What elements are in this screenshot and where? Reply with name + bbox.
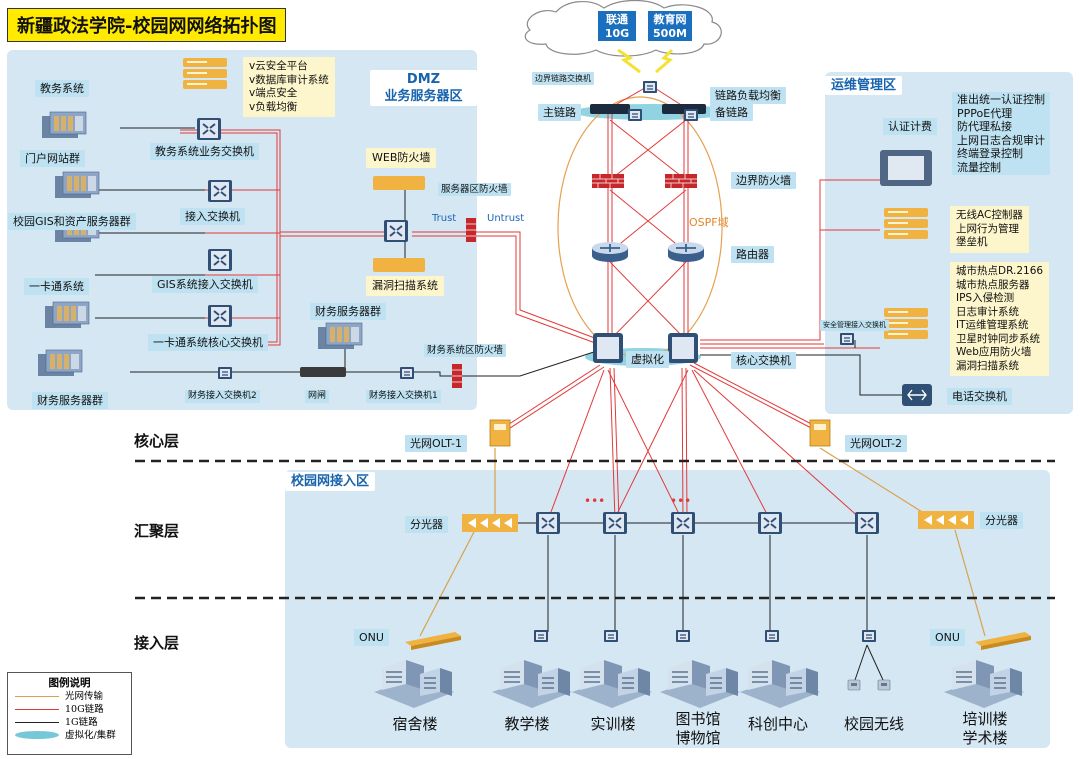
card-system-label: 一卡通系统: [24, 278, 89, 295]
finance-switch-2-label: 财务接入交换机2: [185, 390, 260, 403]
load-balance-label: 链路负载均衡: [710, 87, 786, 104]
legend-item-optical: 光网传输: [8, 690, 131, 703]
main-link-label: 主链路: [538, 104, 581, 121]
legend-title: 图例说明: [48, 677, 91, 689]
backup-link-label: 备链路: [710, 104, 753, 121]
olt1-label: 光网OLT-1: [405, 435, 467, 452]
isp2-line2: 500M: [653, 27, 687, 40]
onu-left-label: ONU: [354, 629, 389, 646]
border-switch-label: 边界链路交换机: [532, 72, 594, 85]
legend-swatch: [15, 722, 59, 723]
edu-switch-label: 教务系统业务交换机: [150, 143, 259, 160]
legend-item-10g: 10G链路: [8, 703, 131, 716]
phone-switch-label: 电话交换机: [947, 388, 1012, 405]
gis-switch-label: GIS系统接入交换机: [152, 276, 258, 293]
building-science-label: 科创中心: [747, 715, 808, 733]
ospf-label: OSPF域: [689, 216, 729, 229]
wlan-note: 无线AC控制器 上网行为管理 堡垒机: [950, 206, 1029, 253]
legend-item-1g: 1G链路: [8, 716, 131, 729]
splitter-left-label: 分光器: [405, 516, 448, 533]
building-library-label: 图书馆 博物馆: [675, 710, 721, 747]
dots-left: •••: [584, 494, 606, 508]
edu-system-label: 教务系统: [35, 80, 89, 97]
olt2-label: 光网OLT-2: [845, 435, 907, 452]
untrust-label: Untrust: [487, 213, 525, 224]
aggregation-layer-label: 汇聚层: [134, 522, 180, 540]
server-fw-label: 服务器区防火墙: [438, 183, 511, 196]
building-teaching-label: 教学楼: [504, 715, 550, 733]
core-switch-label: 核心交换机: [731, 352, 796, 369]
portal-label: 门户网站群: [20, 150, 85, 167]
finance-servers-label-2: 财务服务器群: [32, 392, 108, 409]
page-title: 新疆政法学院-校园网网络拓扑图: [7, 8, 287, 42]
legend-item-cluster: 虚拟化/集群: [8, 729, 131, 742]
card-switch-label: 一卡通系统核心交换机: [148, 334, 268, 351]
isp1-line1: 联通: [606, 12, 628, 26]
building-wireless-label: 校园无线: [843, 715, 904, 733]
legend-swatch: [15, 731, 59, 739]
legend-label: 10G链路: [65, 704, 104, 715]
security-note: 城市热点DR.2166 城市热点服务器 IPS入侵检测 日志审计系统 IT运维管…: [950, 262, 1050, 376]
isp1-line2: 10G: [605, 27, 629, 40]
isp2-line1: 教育网: [653, 12, 687, 26]
core-layer-label: 核心层: [134, 432, 180, 450]
access-zone-title: 校园网接入区: [285, 472, 376, 491]
security-switch-label: 安全管理接入交换机: [820, 320, 889, 331]
finance-fw-label: 财务系统区防火墙: [424, 344, 507, 357]
auth-note: 准出统一认证控制 PPPoE代理 防代理私接 上网日志合规审计 终端登录控制 流…: [952, 92, 1050, 175]
isp-cloud: 联通 10G 教育网 500M: [524, 0, 722, 57]
dots-right: •••: [670, 494, 692, 508]
legend-label: 1G链路: [65, 717, 98, 728]
finance-servers-label-1: 财务服务器群: [310, 303, 386, 320]
legend-swatch: [15, 709, 59, 710]
virtualization-label: 虚拟化: [626, 351, 669, 368]
cloud-security-note: v云安全平台 v数据库审计系统 v端点安全 v负载均衡: [243, 57, 335, 117]
building-dorm-label: 宿舍楼: [392, 715, 438, 733]
vuln-scan-label: 漏洞扫描系统: [366, 276, 444, 296]
legend-label: 虚拟化/集群: [65, 730, 116, 741]
legend: 图例说明 光网传输 10G链路 1G链路 虚拟化/集群: [7, 672, 132, 755]
gis-servers-label: 校园GIS和资产服务器群: [8, 213, 136, 230]
web-fw-label: WEB防火墙: [366, 148, 437, 168]
router-label: 路由器: [731, 246, 774, 263]
trust-label: Trust: [432, 213, 457, 224]
building-training-label: 实训楼: [590, 715, 636, 733]
border-firewall-label: 边界防火墙: [731, 172, 796, 189]
onu-right-label: ONU: [930, 629, 965, 646]
finance-switch-1-label: 财务接入交换机1: [366, 390, 441, 403]
access-layer-label: 接入层: [134, 634, 180, 652]
auth-billing-label: 认证计费: [883, 118, 937, 135]
building-academic-label: 培训楼 学术楼: [962, 710, 1008, 747]
access-switch-label: 接入交换机: [180, 208, 245, 225]
legend-swatch: [15, 696, 59, 697]
splitter-right-label: 分光器: [980, 512, 1023, 529]
ops-zone-title: 运维管理区: [825, 76, 903, 95]
gateway-label: 网闸: [305, 390, 330, 403]
legend-label: 光网传输: [65, 691, 104, 702]
dmz-zone-title: DMZ 业务服务器区: [370, 70, 477, 106]
